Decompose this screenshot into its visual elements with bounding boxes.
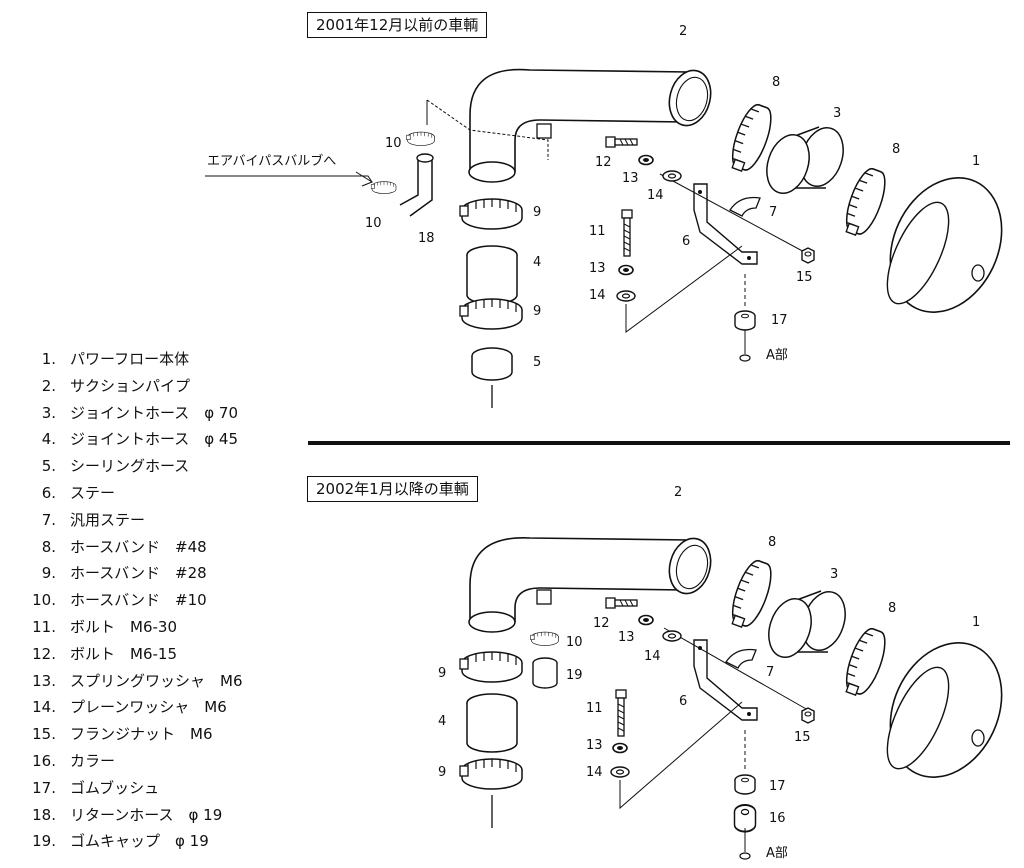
parts-list-item: 4.ジョイントホース φ 45 bbox=[41, 430, 239, 449]
parts-list-item: 8.ホースバンド #48 bbox=[41, 537, 207, 556]
callout-label: 1 bbox=[972, 615, 980, 630]
callout-label: 6 bbox=[679, 694, 687, 709]
callout-label: 10 bbox=[365, 216, 382, 231]
callout-label: 8 bbox=[772, 75, 780, 90]
callout-label: 4 bbox=[533, 255, 541, 270]
callout-label: 14 bbox=[586, 765, 603, 780]
callout-label: 19 bbox=[566, 668, 583, 683]
parts-list-item: 5.シーリングホース bbox=[41, 457, 190, 476]
callout-label: 5 bbox=[533, 355, 541, 370]
callout-label: 8 bbox=[768, 535, 776, 550]
parts-list-item: 15.フランジナット M6 bbox=[32, 725, 213, 744]
callout-label: 2 bbox=[674, 485, 682, 500]
parts-list: 1.パワーフロー本体 2.サクションパイプ 3.ジョイントホース φ 70 4.… bbox=[14, 346, 243, 855]
callout-label: 14 bbox=[647, 188, 664, 203]
callout-label: 11 bbox=[586, 701, 603, 716]
parts-list-item: 17.ゴムブッシュ bbox=[32, 778, 160, 797]
callout-label: 1 bbox=[972, 154, 980, 169]
callout-label: 13 bbox=[618, 630, 635, 645]
callout-label: 16 bbox=[769, 811, 786, 826]
parts-list-item: 6.ステー bbox=[41, 483, 116, 502]
callout-label: 18 bbox=[418, 231, 435, 246]
detail-a-label: A部 bbox=[766, 846, 788, 861]
callout-label: 4 bbox=[438, 714, 446, 729]
bottom-section-title: 2002年1月以降の車輌 bbox=[307, 476, 478, 502]
callout-label: 13 bbox=[622, 171, 639, 186]
callout-label: 14 bbox=[644, 649, 661, 664]
parts-list-item: 12.ボルト M6-15 bbox=[32, 644, 177, 663]
callout-label: 9 bbox=[438, 765, 446, 780]
top-diagram: 2 8 3 8 1 10 10 18 9 4 9 5 12 13 14 11 6… bbox=[205, 24, 1003, 408]
callout-label: 8 bbox=[892, 142, 900, 157]
top-section-title: 2001年12月以前の車輌 bbox=[307, 12, 488, 38]
parts-list-item: 2.サクションパイプ bbox=[41, 376, 191, 395]
parts-list-item: 7.汎用ステー bbox=[41, 510, 146, 529]
callout-label: 9 bbox=[438, 666, 446, 681]
callout-label: 17 bbox=[771, 313, 788, 328]
callout-label: 8 bbox=[888, 601, 896, 616]
parts-list-item: 16.カラー bbox=[32, 751, 116, 770]
parts-list-item: 18.リターンホース φ 19 bbox=[32, 805, 223, 824]
parts-list-item: 1.パワーフロー本体 bbox=[41, 350, 190, 368]
callout-label: 3 bbox=[833, 106, 841, 121]
callout-label: 7 bbox=[766, 665, 774, 680]
callout-label: 13 bbox=[589, 261, 606, 276]
callout-label: 9 bbox=[533, 304, 541, 319]
parts-list-item: 10.ホースバンド #10 bbox=[32, 591, 207, 610]
callout-label: 9 bbox=[533, 205, 541, 220]
callout-label: 15 bbox=[796, 270, 813, 285]
callout-label: 6 bbox=[682, 234, 690, 249]
parts-list-item: 3.ジョイントホース φ 70 bbox=[41, 403, 239, 422]
callout-label: 10 bbox=[385, 136, 402, 151]
callout-label: 11 bbox=[589, 224, 606, 239]
callout-label: 15 bbox=[794, 730, 811, 745]
callout-label: 3 bbox=[830, 567, 838, 582]
callout-label: 14 bbox=[589, 288, 606, 303]
callout-label: 10 bbox=[566, 635, 583, 650]
bypass-valve-label: エアバイパスバルブへ bbox=[207, 153, 336, 169]
callout-label: 12 bbox=[595, 155, 612, 170]
detail-a-label: A部 bbox=[766, 348, 788, 363]
callout-label: 13 bbox=[586, 738, 603, 753]
parts-list-item: 19.ゴムキャップ φ 19 bbox=[32, 832, 209, 851]
callout-label: 7 bbox=[769, 205, 777, 220]
callout-label: 17 bbox=[769, 779, 786, 794]
parts-list-item: 13.スプリングワッシャ M6 bbox=[32, 671, 243, 690]
callout-label: 2 bbox=[679, 24, 687, 39]
parts-list-item: 14.プレーンワッシャ M6 bbox=[32, 698, 227, 717]
parts-list-item: 9.ホースバンド #28 bbox=[41, 564, 207, 583]
callout-label: 12 bbox=[593, 616, 610, 631]
parts-list-item: 11.ボルト M6-30 bbox=[32, 617, 177, 636]
section-divider bbox=[308, 441, 1010, 445]
bottom-diagram: 2 8 3 8 1 10 19 9 4 9 12 13 14 11 6 7 13… bbox=[438, 485, 1003, 861]
